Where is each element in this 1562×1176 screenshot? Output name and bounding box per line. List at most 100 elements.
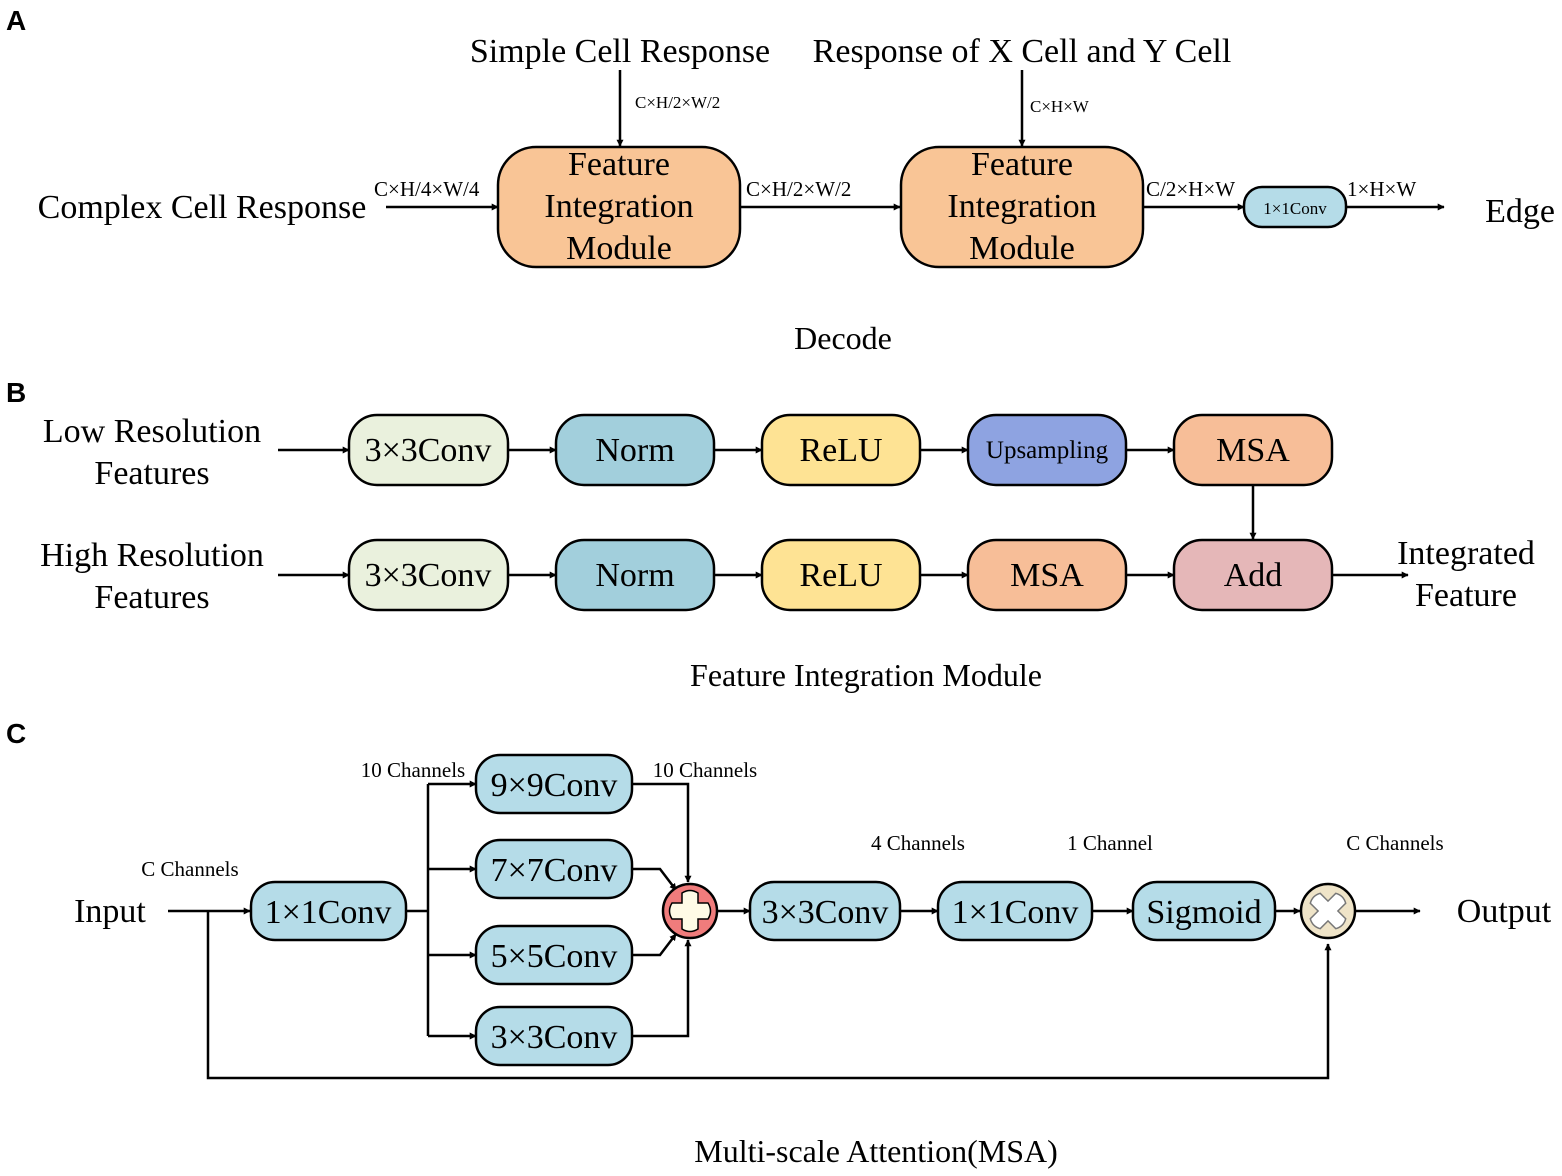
high-res-line-2: Features	[94, 579, 209, 616]
dim-out: 1×H×W	[1347, 177, 1416, 201]
b-row2-msa-box	[966, 538, 1128, 612]
b-row2-norm-label: Norm	[595, 557, 674, 594]
b-row2-relu: ReLU	[760, 538, 922, 612]
module-1-line-1: Feature	[568, 146, 670, 183]
b-row1-upsampling-label: Upsampling	[986, 437, 1109, 464]
skip-connection	[206, 911, 1332, 1080]
c-conv-1x1: 1×1Conv	[936, 880, 1094, 942]
panel-letter-a: A	[6, 5, 26, 36]
panel-letter-c: C	[6, 718, 26, 749]
c-conv-in-label: 1×1Conv	[265, 894, 392, 931]
b-row2-add-box	[1172, 538, 1334, 612]
ch-c-out: C Channels	[1346, 831, 1443, 855]
b-row2-conv: 3×3Conv	[347, 538, 510, 612]
module-2-box	[899, 145, 1145, 269]
c-conv-1x1-box	[936, 880, 1094, 942]
b-row1-msa: MSA	[1172, 413, 1334, 487]
b-row2-relu-box	[760, 538, 922, 612]
b-row2-norm-box	[554, 538, 716, 612]
msa-caption: Multi-scale Attention(MSA)	[694, 1133, 1058, 1169]
module-1-line-2: Integration	[544, 188, 693, 225]
plus-glyph	[668, 889, 712, 933]
integrated-line-1: Integrated	[1397, 535, 1535, 572]
multiply-icon	[1299, 882, 1357, 940]
merge-7x7	[632, 867, 677, 891]
simple-cell-label: Simple Cell Response	[470, 33, 770, 70]
b-row1-upsampling: Upsampling	[966, 413, 1128, 487]
b-row1-conv-label: 3×3Conv	[365, 432, 492, 469]
high-res-line-1: High Resolution	[40, 537, 264, 574]
b-row1-conv: 3×3Conv	[347, 413, 510, 487]
conv-1x1-decode: 1×1Conv	[1242, 185, 1348, 229]
b-row1-norm-box	[554, 413, 716, 487]
b-row2-msa-label: MSA	[1010, 557, 1084, 594]
c-branch-7x7-label: 7×7Conv	[491, 852, 618, 889]
panel-a: A Simple Cell Response Response of X Cel…	[6, 5, 1555, 356]
output-label: Output	[1457, 893, 1552, 930]
c-conv-3x3: 3×3Conv	[748, 880, 902, 942]
b-row2-add: Add	[1172, 538, 1334, 612]
panel-c: C Input Output C Channels 10 Channels 10…	[6, 718, 1552, 1169]
c-branch-5x5: 5×5Conv	[474, 924, 634, 986]
c-sigmoid-label: Sigmoid	[1146, 894, 1261, 931]
module-2-line-1: Feature	[971, 146, 1073, 183]
multiply-glyph	[1309, 892, 1347, 930]
low-res-line-1: Low Resolution	[43, 413, 261, 450]
c-branch-7x7-box	[474, 838, 634, 900]
dim-simple: C×H/2×W/2	[635, 93, 720, 112]
c-branch-3x3-label: 3×3Conv	[491, 1019, 618, 1056]
input-label: Input	[74, 893, 146, 930]
module-1-box	[496, 145, 742, 269]
module-1-line-3: Module	[566, 230, 672, 267]
feature-integration-module-1: Feature Integration Module	[496, 145, 742, 269]
c-sigmoid: Sigmoid	[1131, 880, 1277, 942]
b-row1-conv-box	[347, 413, 510, 487]
c-conv-in-box	[249, 880, 408, 942]
edge-label: Edge	[1485, 193, 1555, 230]
b-row1-msa-label: MSA	[1216, 432, 1290, 469]
c-branch-3x3: 3×3Conv	[474, 1005, 634, 1067]
b-row2-norm: Norm	[554, 538, 716, 612]
module-2-line-3: Module	[969, 230, 1075, 267]
module-2-line-2: Integration	[947, 188, 1096, 225]
c-sigmoid-box	[1131, 880, 1277, 942]
b-row1-relu: ReLU	[760, 413, 922, 487]
b-row1-upsampling-box	[966, 413, 1128, 487]
c-branch-3x3-box	[474, 1005, 634, 1067]
feature-integration-module-2: Feature Integration Module	[899, 145, 1145, 269]
panel-letter-b: B	[6, 377, 26, 408]
ch-c-in: C Channels	[141, 857, 238, 881]
xy-cell-label: Response of X Cell and Y Cell	[813, 33, 1232, 70]
c-branch-7x7: 7×7Conv	[474, 838, 634, 900]
b-row1-norm-label: Norm	[595, 432, 674, 469]
c-branch-5x5-label: 5×5Conv	[491, 938, 618, 975]
plus-icon	[661, 882, 719, 940]
b-row2-conv-box	[347, 538, 510, 612]
dim-in: C×H/4×W/4	[374, 177, 480, 201]
c-branch-9x9: 9×9Conv	[474, 753, 634, 815]
integrated-line-2: Feature	[1415, 577, 1517, 614]
b-row1-msa-box	[1172, 413, 1334, 487]
low-res-line-2: Features	[94, 455, 209, 492]
ch-1: 1 Channel	[1067, 831, 1153, 855]
merge-9x9	[632, 782, 692, 883]
c-branch-9x9-box	[474, 753, 634, 815]
c-branch-5x5-box	[474, 924, 634, 986]
dim-after-module2: C/2×H×W	[1146, 177, 1235, 201]
ch-10-right: 10 Channels	[653, 758, 757, 782]
merge-5x5	[632, 933, 677, 957]
complex-cell-label: Complex Cell Response	[38, 189, 367, 226]
c-conv-1x1-label: 1×1Conv	[952, 894, 1079, 931]
b-row2-conv-label: 3×3Conv	[365, 557, 492, 594]
merge-3x3	[632, 939, 692, 1038]
b-row2-msa: MSA	[966, 538, 1128, 612]
decode-caption: Decode	[794, 320, 892, 356]
c-branch-9x9-label: 9×9Conv	[491, 767, 618, 804]
ch-10-left: 10 Channels	[361, 758, 465, 782]
panel-b: B Low Resolution Features High Resolutio…	[6, 377, 1535, 693]
c-conv-3x3-box	[748, 880, 902, 942]
dim-xy: C×H×W	[1030, 97, 1090, 116]
dim-mid: C×H/2×W/2	[746, 177, 851, 201]
c-conv-3x3-label: 3×3Conv	[762, 894, 889, 931]
b-row1-norm: Norm	[554, 413, 716, 487]
